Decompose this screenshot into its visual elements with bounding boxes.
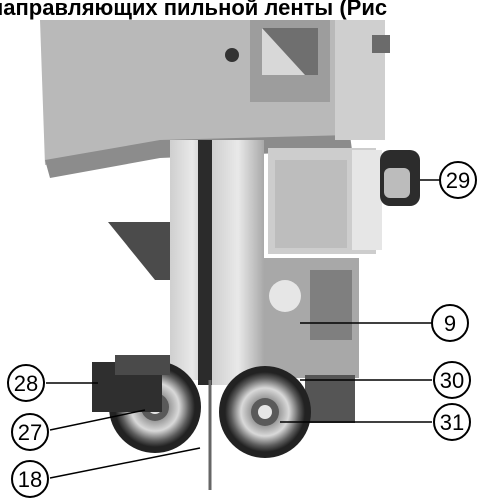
svg-text:31: 31 xyxy=(440,410,464,435)
callout-29: 29 xyxy=(439,161,477,199)
svg-text:28: 28 xyxy=(14,371,38,396)
leader-lines xyxy=(46,179,440,479)
lower-block xyxy=(264,258,359,423)
svg-text:18: 18 xyxy=(18,467,42,492)
adjustment-knob-29 xyxy=(380,150,420,206)
svg-text:30: 30 xyxy=(440,368,464,393)
bearing-right-31 xyxy=(219,366,311,458)
svg-text:29: 29 xyxy=(446,168,470,193)
bearing-bracket-28 xyxy=(92,355,170,412)
guide-bracket xyxy=(268,148,382,254)
page-title-fragment: направляющих пильной ленты (Рис xyxy=(0,0,388,20)
callout-9: 9 xyxy=(431,304,469,342)
upper-housing xyxy=(40,20,390,178)
callout-18: 18 xyxy=(11,460,49,498)
svg-text:9: 9 xyxy=(444,311,456,336)
guide-post xyxy=(170,140,264,385)
callout-31: 31 xyxy=(433,403,471,441)
svg-text:27: 27 xyxy=(18,420,42,445)
callout-30: 30 xyxy=(433,361,471,399)
support-wedge xyxy=(108,222,170,280)
callout-28: 28 xyxy=(7,364,45,402)
callout-27: 27 xyxy=(11,413,49,451)
